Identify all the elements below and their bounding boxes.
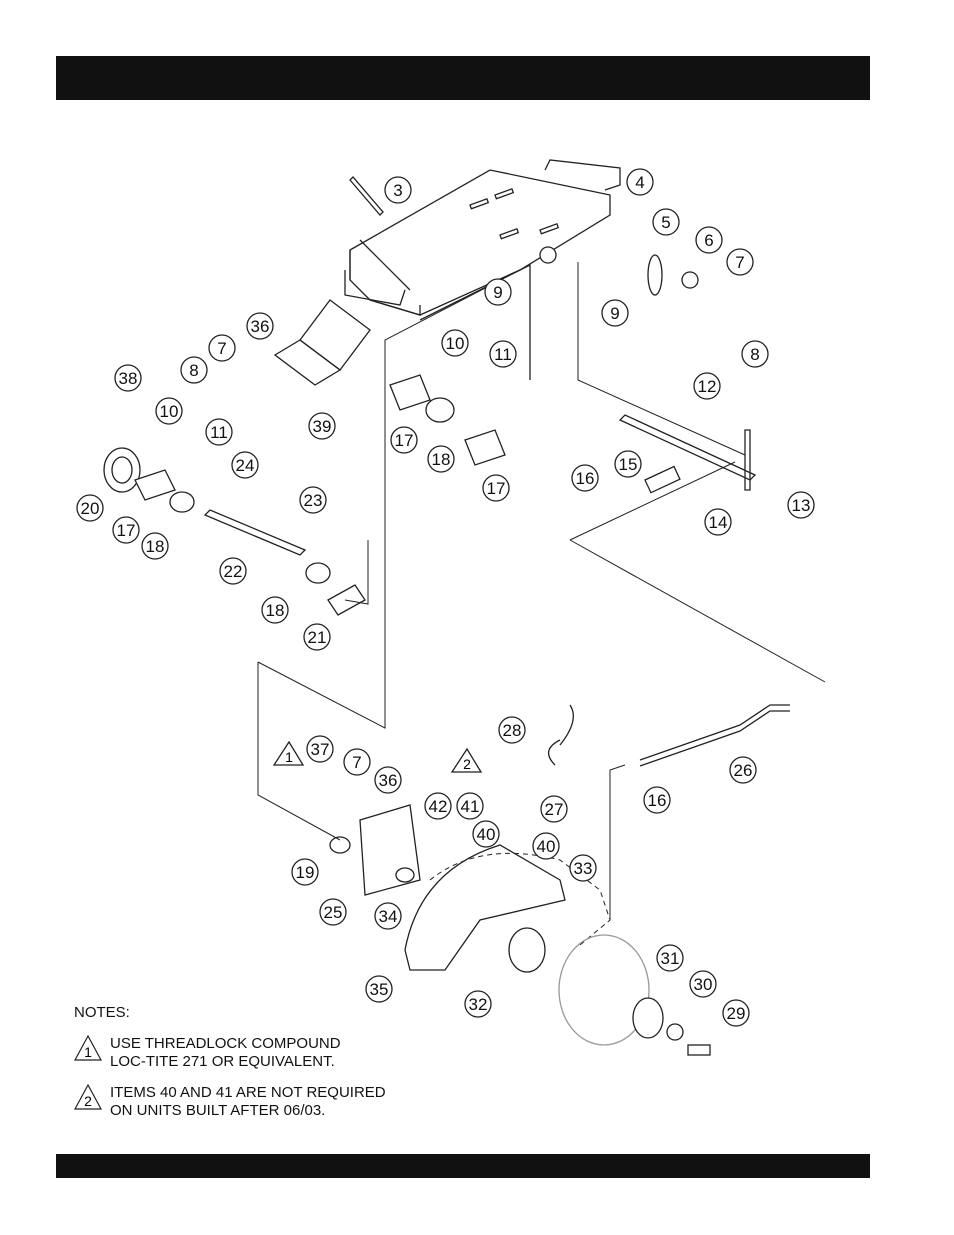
callout-label: 11 bbox=[494, 345, 512, 364]
callout-label: 15 bbox=[619, 455, 638, 474]
callout-label: 9 bbox=[493, 283, 502, 302]
callout-label: 42 bbox=[429, 797, 448, 816]
callout-label: 37 bbox=[311, 740, 330, 759]
triangle-mark-label: 1 bbox=[285, 749, 293, 765]
callout-label: 33 bbox=[574, 859, 593, 878]
note-line: ITEMS 40 AND 41 ARE NOT REQUIRED bbox=[110, 1084, 386, 1102]
triangle-mark-1: 1 bbox=[274, 742, 303, 765]
callout-label: 39 bbox=[313, 417, 332, 436]
callout-label: 16 bbox=[576, 469, 595, 488]
callout-label: 18 bbox=[266, 601, 285, 620]
shaft-assembly bbox=[205, 177, 790, 766]
warning-triangle-icon: 2 bbox=[74, 1084, 102, 1110]
callout-label: 40 bbox=[477, 825, 496, 844]
callout-label: 9 bbox=[610, 304, 619, 323]
callout-label: 10 bbox=[160, 402, 179, 421]
callout-label: 19 bbox=[296, 863, 315, 882]
callout-label: 35 bbox=[370, 980, 389, 999]
note-line: ON UNITS BUILT AFTER 06/03. bbox=[110, 1102, 386, 1120]
callout-label: 26 bbox=[734, 761, 753, 780]
callout-label: 21 bbox=[308, 628, 327, 647]
warning-triangle-icon: 1 bbox=[74, 1035, 102, 1061]
callout-label: 34 bbox=[379, 907, 398, 926]
note-line: USE THREADLOCK COMPOUND bbox=[110, 1035, 341, 1053]
callout-label: 5 bbox=[661, 213, 670, 232]
callout-label: 40 bbox=[537, 837, 556, 856]
note-mark: 2 bbox=[84, 1093, 92, 1109]
callout-label: 18 bbox=[146, 537, 165, 556]
note-mark: 1 bbox=[84, 1044, 92, 1060]
note-line: LOC-TITE 271 OR EQUIVALENT. bbox=[110, 1053, 341, 1071]
triangle-mark-2: 2 bbox=[452, 749, 481, 772]
callout-label: 24 bbox=[236, 456, 255, 475]
callout-label: 27 bbox=[545, 800, 564, 819]
callout-label: 17 bbox=[395, 431, 414, 450]
callout-label: 8 bbox=[189, 361, 198, 380]
callout-label: 16 bbox=[648, 791, 667, 810]
callout-label: 13 bbox=[792, 496, 811, 515]
callout-label: 12 bbox=[698, 377, 717, 396]
callout-label: 25 bbox=[324, 903, 343, 922]
callout-label: 17 bbox=[117, 521, 136, 540]
callout-label: 32 bbox=[469, 995, 488, 1014]
callout-label: 7 bbox=[352, 753, 361, 772]
callout-label: 3 bbox=[393, 181, 402, 200]
callout-label: 6 bbox=[704, 231, 713, 250]
callout-label: 20 bbox=[81, 499, 100, 518]
callout-label: 4 bbox=[635, 173, 644, 192]
callout-label: 31 bbox=[661, 949, 680, 968]
note-text: USE THREADLOCK COMPOUND LOC-TITE 271 OR … bbox=[110, 1035, 341, 1071]
callout-label: 29 bbox=[727, 1004, 746, 1023]
callout-label: 30 bbox=[694, 975, 713, 994]
callout-label: 36 bbox=[251, 317, 270, 336]
callout-label: 7 bbox=[735, 253, 744, 272]
triangle-mark-label: 2 bbox=[463, 756, 471, 772]
callout-label: 41 bbox=[461, 797, 480, 816]
callout-label: 7 bbox=[217, 339, 226, 358]
callout-label: 14 bbox=[709, 513, 728, 532]
note-text: ITEMS 40 AND 41 ARE NOT REQUIRED ON UNIT… bbox=[110, 1084, 386, 1120]
callout-label: 8 bbox=[750, 345, 759, 364]
callout-label: 36 bbox=[379, 771, 398, 790]
callout-label: 17 bbox=[487, 479, 506, 498]
callout-label: 11 bbox=[210, 423, 228, 442]
callout-label: 23 bbox=[304, 491, 323, 510]
callout-label: 28 bbox=[503, 721, 522, 740]
notes-heading: NOTES: bbox=[74, 1004, 130, 1022]
callout-label: 10 bbox=[446, 334, 465, 353]
callout-label: 22 bbox=[224, 562, 243, 581]
callout-label: 18 bbox=[432, 450, 451, 469]
callout-label: 38 bbox=[119, 369, 138, 388]
